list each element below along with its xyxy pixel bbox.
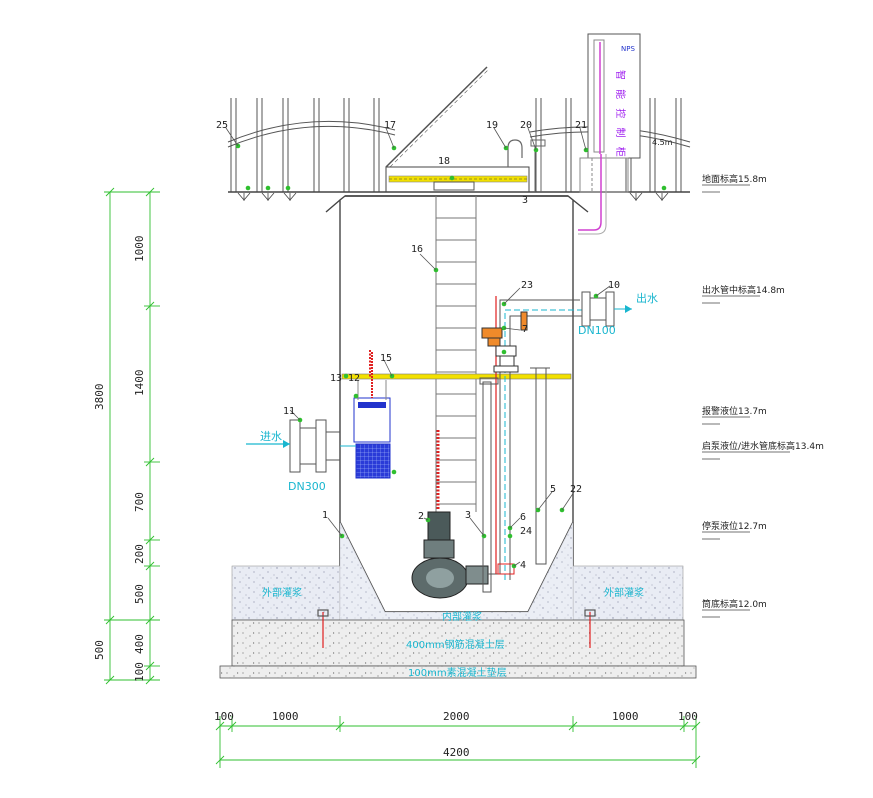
dim-seg-100: 100 bbox=[133, 662, 146, 682]
part-20: 20 bbox=[520, 120, 532, 131]
part-11: 11 bbox=[283, 406, 295, 417]
dim-seg-1000: 1000 bbox=[133, 236, 146, 263]
elev-stop: 停泵液位12.7m bbox=[702, 520, 767, 532]
power-cable bbox=[578, 154, 602, 231]
rc-slab-label: 400mm钢筋混凝土层 bbox=[406, 638, 505, 651]
cabinet-side-mark: 4.5m bbox=[652, 138, 673, 147]
part-2: 2 bbox=[418, 511, 424, 522]
cabinet-vertical-text: 智 能 控 制 柜 bbox=[614, 70, 627, 160]
inlet-pipe bbox=[289, 419, 356, 473]
part-24: 24 bbox=[520, 526, 532, 537]
part-23: 23 bbox=[521, 280, 533, 291]
elev-bottom: 筒底标高12.0m bbox=[702, 598, 767, 610]
dim-seg-1400: 1400 bbox=[133, 370, 146, 397]
control-cabinet: NPS 智 能 控 制 柜 4.5m bbox=[579, 33, 673, 193]
part-4: 4 bbox=[520, 560, 526, 571]
elev-ground: 地面标高15.8m bbox=[702, 173, 767, 185]
part-17: 17 bbox=[384, 120, 396, 131]
part-7: 7 bbox=[522, 324, 528, 335]
vent-pipe bbox=[507, 139, 546, 192]
backfill-left bbox=[231, 565, 341, 621]
plain-concrete-cushion bbox=[219, 665, 697, 679]
grating-platform bbox=[341, 373, 572, 380]
cabinet-brand: NPS bbox=[621, 45, 635, 53]
dim-h-1000-right: 1000 bbox=[612, 710, 639, 723]
part-numbers: 25 17 18 19 20 21 3 16 23 10 7 15 13 12 … bbox=[216, 120, 620, 571]
part-1: 1 bbox=[322, 510, 328, 521]
guide-rails bbox=[479, 367, 550, 593]
part-22: 22 bbox=[570, 484, 582, 495]
backfill-right bbox=[572, 565, 684, 621]
inner-grout-label: 内部灌浆 bbox=[442, 610, 482, 623]
part-19: 19 bbox=[486, 120, 498, 131]
part-3-bottom: 3 bbox=[465, 510, 471, 521]
dim-left-outer: 500 bbox=[93, 640, 106, 660]
part-6: 6 bbox=[520, 512, 526, 523]
outlet-label: 出水 bbox=[636, 291, 658, 305]
inlet-dn-label: DN300 bbox=[288, 480, 326, 493]
part-15: 15 bbox=[380, 353, 392, 364]
outlet-dn-label: DN100 bbox=[578, 324, 616, 337]
dim-h-100-left: 100 bbox=[214, 710, 234, 723]
elev-alarm: 报警液位13.7m bbox=[702, 405, 767, 417]
outlet-pipe bbox=[581, 291, 632, 327]
part-12: 12 bbox=[348, 373, 360, 384]
dim-seg-400: 400 bbox=[133, 634, 146, 654]
dim-h-100-right: 100 bbox=[678, 710, 698, 723]
dim-h-total: 4200 bbox=[443, 746, 470, 759]
backfill-right-label: 外部灌浆 bbox=[604, 586, 644, 599]
part-16: 16 bbox=[411, 244, 423, 255]
leader-lines bbox=[225, 127, 611, 567]
elev-outlet: 出水管中标高14.8m bbox=[702, 284, 785, 296]
inner-grout bbox=[340, 522, 573, 620]
inlet-label: 进水 bbox=[260, 430, 282, 443]
dim-seg-200: 200 bbox=[133, 544, 146, 564]
rc-slab bbox=[231, 619, 685, 667]
dim-total-height: 3800 bbox=[93, 384, 106, 411]
cushion-label: 100mm素混凝土垫层 bbox=[408, 666, 507, 679]
part-13: 13 bbox=[330, 373, 342, 384]
anchor-bolts bbox=[317, 609, 596, 648]
dim-seg-500: 500 bbox=[133, 584, 146, 604]
grass-tufts bbox=[237, 192, 669, 201]
dim-seg-700: 700 bbox=[133, 492, 146, 512]
ladder bbox=[435, 196, 477, 512]
part-3-top: 3 bbox=[522, 195, 528, 206]
well-cover bbox=[385, 66, 530, 193]
elevation-marks bbox=[702, 184, 790, 618]
horizontal-dimension-lines bbox=[215, 716, 701, 768]
part-25: 25 bbox=[216, 120, 228, 131]
part-5: 5 bbox=[550, 484, 556, 495]
inlet-basket bbox=[353, 352, 391, 479]
part-21: 21 bbox=[575, 120, 587, 131]
part-10: 10 bbox=[608, 280, 620, 291]
dim-h-2000: 2000 bbox=[443, 710, 470, 723]
backfill-left-label: 外部灌浆 bbox=[262, 586, 302, 599]
part-18: 18 bbox=[438, 156, 450, 167]
dim-h-1000-left: 1000 bbox=[272, 710, 299, 723]
vertical-dimension-lines bbox=[104, 187, 160, 685]
elev-start: 启泵液位/进水管底标高13.4m bbox=[702, 440, 824, 452]
